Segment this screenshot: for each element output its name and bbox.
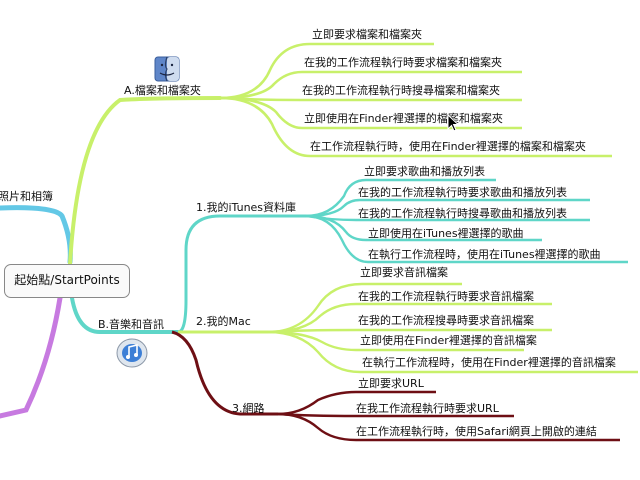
connector-root-b [70, 296, 180, 334]
connector-b1-item-4 [305, 214, 542, 242]
branch-a-label[interactable]: A.檔案和檔案夾 [124, 84, 201, 97]
connector-a-item-3 [219, 96, 522, 102]
b1-item-1[interactable]: 立即要求歌曲和播放列表 [364, 165, 485, 178]
b3-item-1[interactable]: 立即要求URL [358, 377, 424, 390]
b2-item-3[interactable]: 在我的工作流程搜尋時要求音訊檔案 [358, 314, 534, 327]
connector-b1-item-2 [305, 198, 590, 218]
itunes-icon [116, 338, 148, 368]
connector-left-bottom [0, 295, 63, 419]
mouse-cursor-icon [447, 113, 460, 136]
b2-item-4[interactable]: 立即使用在Finder裡選擇的音訊檔案 [360, 334, 537, 347]
connector-b-b1 [177, 214, 306, 334]
b3-item-3[interactable]: 在工作流程執行時，使用Safari網頁上開啟的連結 [356, 425, 597, 438]
b2-item-5[interactable]: 在執行工作流程時，使用在Finder裡選擇的音訊檔案 [362, 356, 616, 369]
connector-b2-item-5 [267, 330, 638, 374]
branch-b1-label[interactable]: 1.我的iTunes資料庫 [196, 201, 297, 214]
connector-b1-item-1 [305, 178, 496, 218]
b3-item-2[interactable]: 在我工作流程執行時要求URL [356, 402, 499, 415]
connector-b-b3 [171, 330, 278, 416]
a-item-1[interactable]: 立即要求檔案和檔案夾 [312, 28, 422, 41]
connector-b3-item-3 [277, 412, 620, 442]
connector-b2-item-1 [267, 282, 462, 334]
connector-b2-item-3 [267, 328, 552, 334]
a-item-4[interactable]: 立即使用在Finder裡選擇的檔案和檔案夾 [304, 112, 503, 125]
branch-b2-label[interactable]: 2.我的Mac [196, 315, 251, 328]
b2-item-1[interactable]: 立即要求音訊檔案 [360, 266, 448, 279]
b1-item-2[interactable]: 在我的工作流程執行時要求歌曲和播放列表 [358, 186, 567, 199]
connector-a-item-5 [219, 96, 612, 158]
root-node[interactable]: 起始點/StartPoints [4, 264, 130, 298]
finder-icon [154, 56, 180, 82]
a-item-5[interactable]: 在工作流程執行時，使用在Finder裡選擇的檔案和檔案夾 [310, 140, 586, 153]
branch-b3-label[interactable]: 3.網路 [232, 402, 265, 415]
connector-a-item-2 [219, 70, 522, 100]
left-branch-photos[interactable]: 照片和相簿 [0, 190, 53, 203]
b1-item-4[interactable]: 立即使用在iTunes裡選擇的歌曲 [368, 227, 524, 240]
b1-item-5[interactable]: 在執行工作流程時，使用在iTunes裡選擇的歌曲 [368, 248, 601, 261]
left-branch-purple-marker [0, 400, 6, 414]
connector-root-a [68, 96, 222, 266]
branch-b-label[interactable]: B.音樂和音訊 [98, 318, 165, 331]
a-item-2[interactable]: 在我的工作流程執行時要求檔案和檔案夾 [304, 56, 502, 69]
connector-b1-item-5 [305, 214, 628, 264]
a-item-3[interactable]: 在我的工作流程執行時搜尋檔案和檔案夾 [302, 84, 500, 97]
b2-item-2[interactable]: 在我的工作流程執行時要求音訊檔案 [358, 290, 534, 303]
connector-b3-item-1 [277, 390, 436, 416]
b1-item-3[interactable]: 在我的工作流程執行時搜尋歌曲和播放列表 [358, 207, 567, 220]
connector-b2-item-4 [267, 330, 524, 352]
connector-left-top [0, 205, 73, 265]
connector-a-item-4 [219, 96, 522, 130]
connector-a-item-1 [219, 42, 434, 100]
